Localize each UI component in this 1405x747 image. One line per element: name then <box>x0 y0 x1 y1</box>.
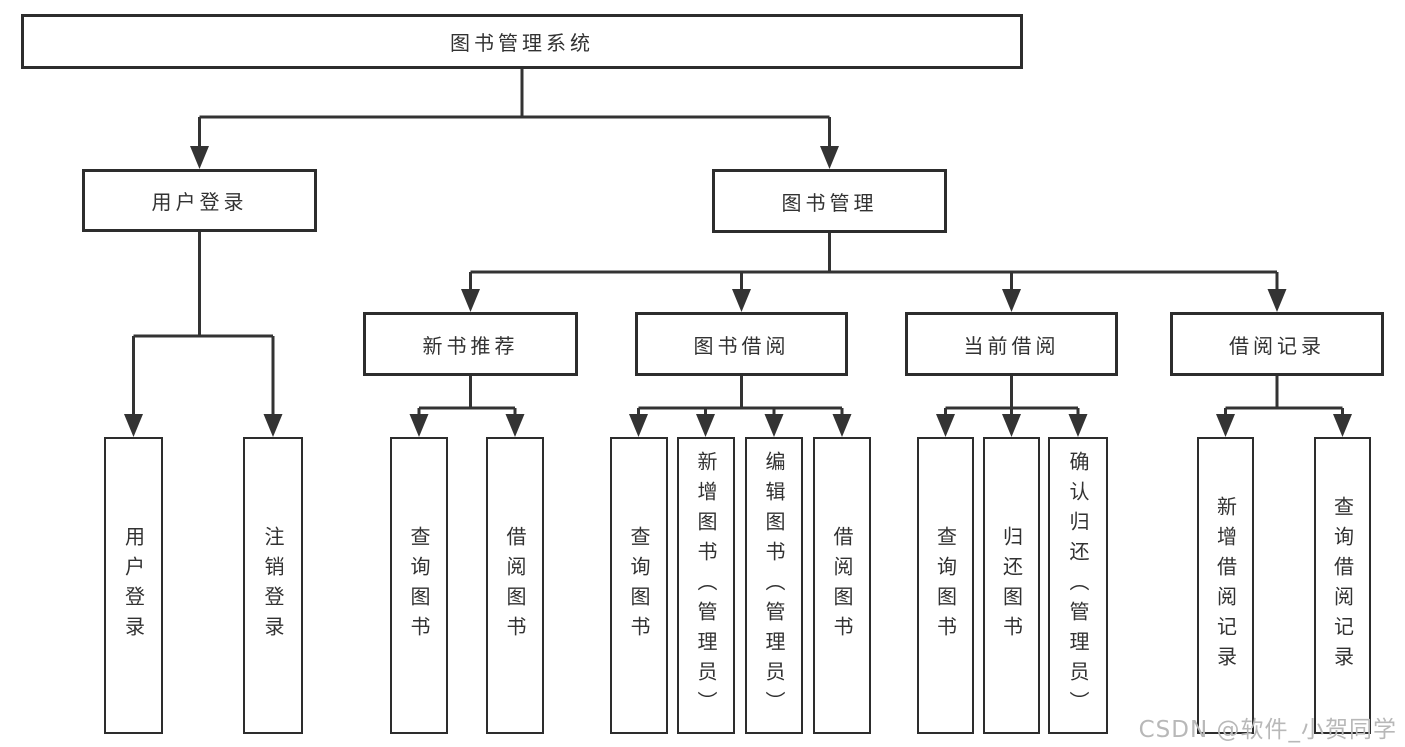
leaf-add-books-admin: 新增图书（管理员） <box>677 437 735 734</box>
node-label: 新增图书（管理员） <box>694 450 718 721</box>
node-label: 查询借阅记录 <box>1330 495 1355 676</box>
node-borrowing-records: 借阅记录 <box>1170 312 1384 376</box>
node-label: 图书管理系统 <box>450 31 594 55</box>
leaf-borrow-books-borrowing: 借阅图书 <box>813 437 871 734</box>
arrowheads <box>124 146 1352 437</box>
node-label: 用户登录 <box>121 525 146 646</box>
node-label: 确认归还（管理员） <box>1066 450 1090 721</box>
node-label: 用户登录 <box>151 190 248 214</box>
node-label: 借阅记录 <box>1229 333 1325 358</box>
node-current-borrowing: 当前借阅 <box>905 312 1118 376</box>
leaf-query-books-borrowing: 查询图书 <box>610 437 668 734</box>
node-label: 编辑图书（管理员） <box>762 450 786 721</box>
node-book-management-branch: 图书管理 <box>712 169 947 233</box>
leaf-add-borrow-record: 新增借阅记录 <box>1197 437 1254 734</box>
leaf-user-login: 用户登录 <box>104 437 163 734</box>
node-label: 图书借阅 <box>693 333 790 358</box>
node-label: 借阅图书 <box>503 525 527 646</box>
node-label: 新增借阅记录 <box>1213 495 1238 676</box>
leaf-edit-books-admin: 编辑图书（管理员） <box>745 437 803 734</box>
node-library-management-system: 图书管理系统 <box>21 14 1023 69</box>
node-label: 查询图书 <box>407 525 431 646</box>
node-label: 图书管理 <box>781 190 878 215</box>
leaf-borrow-books-recommend: 借阅图书 <box>486 437 544 734</box>
leaf-return-books: 归还图书 <box>983 437 1040 734</box>
node-label: 查询图书 <box>627 525 651 646</box>
leaf-confirm-return-admin: 确认归还（管理员） <box>1048 437 1108 734</box>
leaf-logout: 注销登录 <box>243 437 303 734</box>
node-label: 借阅图书 <box>830 525 854 646</box>
connector-path <box>132 69 1344 418</box>
node-user-login-branch: 用户登录 <box>82 169 317 232</box>
leaf-query-books-recommend: 查询图书 <box>390 437 448 734</box>
node-label: 归还图书 <box>999 525 1024 646</box>
node-label: 注销登录 <box>261 525 285 646</box>
node-label: 当前借阅 <box>963 333 1060 358</box>
leaf-query-borrow-record: 查询借阅记录 <box>1314 437 1371 734</box>
node-label: 查询图书 <box>933 525 958 646</box>
node-book-borrowing: 图书借阅 <box>635 312 848 376</box>
node-new-book-recommendation: 新书推荐 <box>363 312 578 376</box>
node-label: 新书推荐 <box>422 333 519 358</box>
leaf-query-books-current: 查询图书 <box>917 437 974 734</box>
